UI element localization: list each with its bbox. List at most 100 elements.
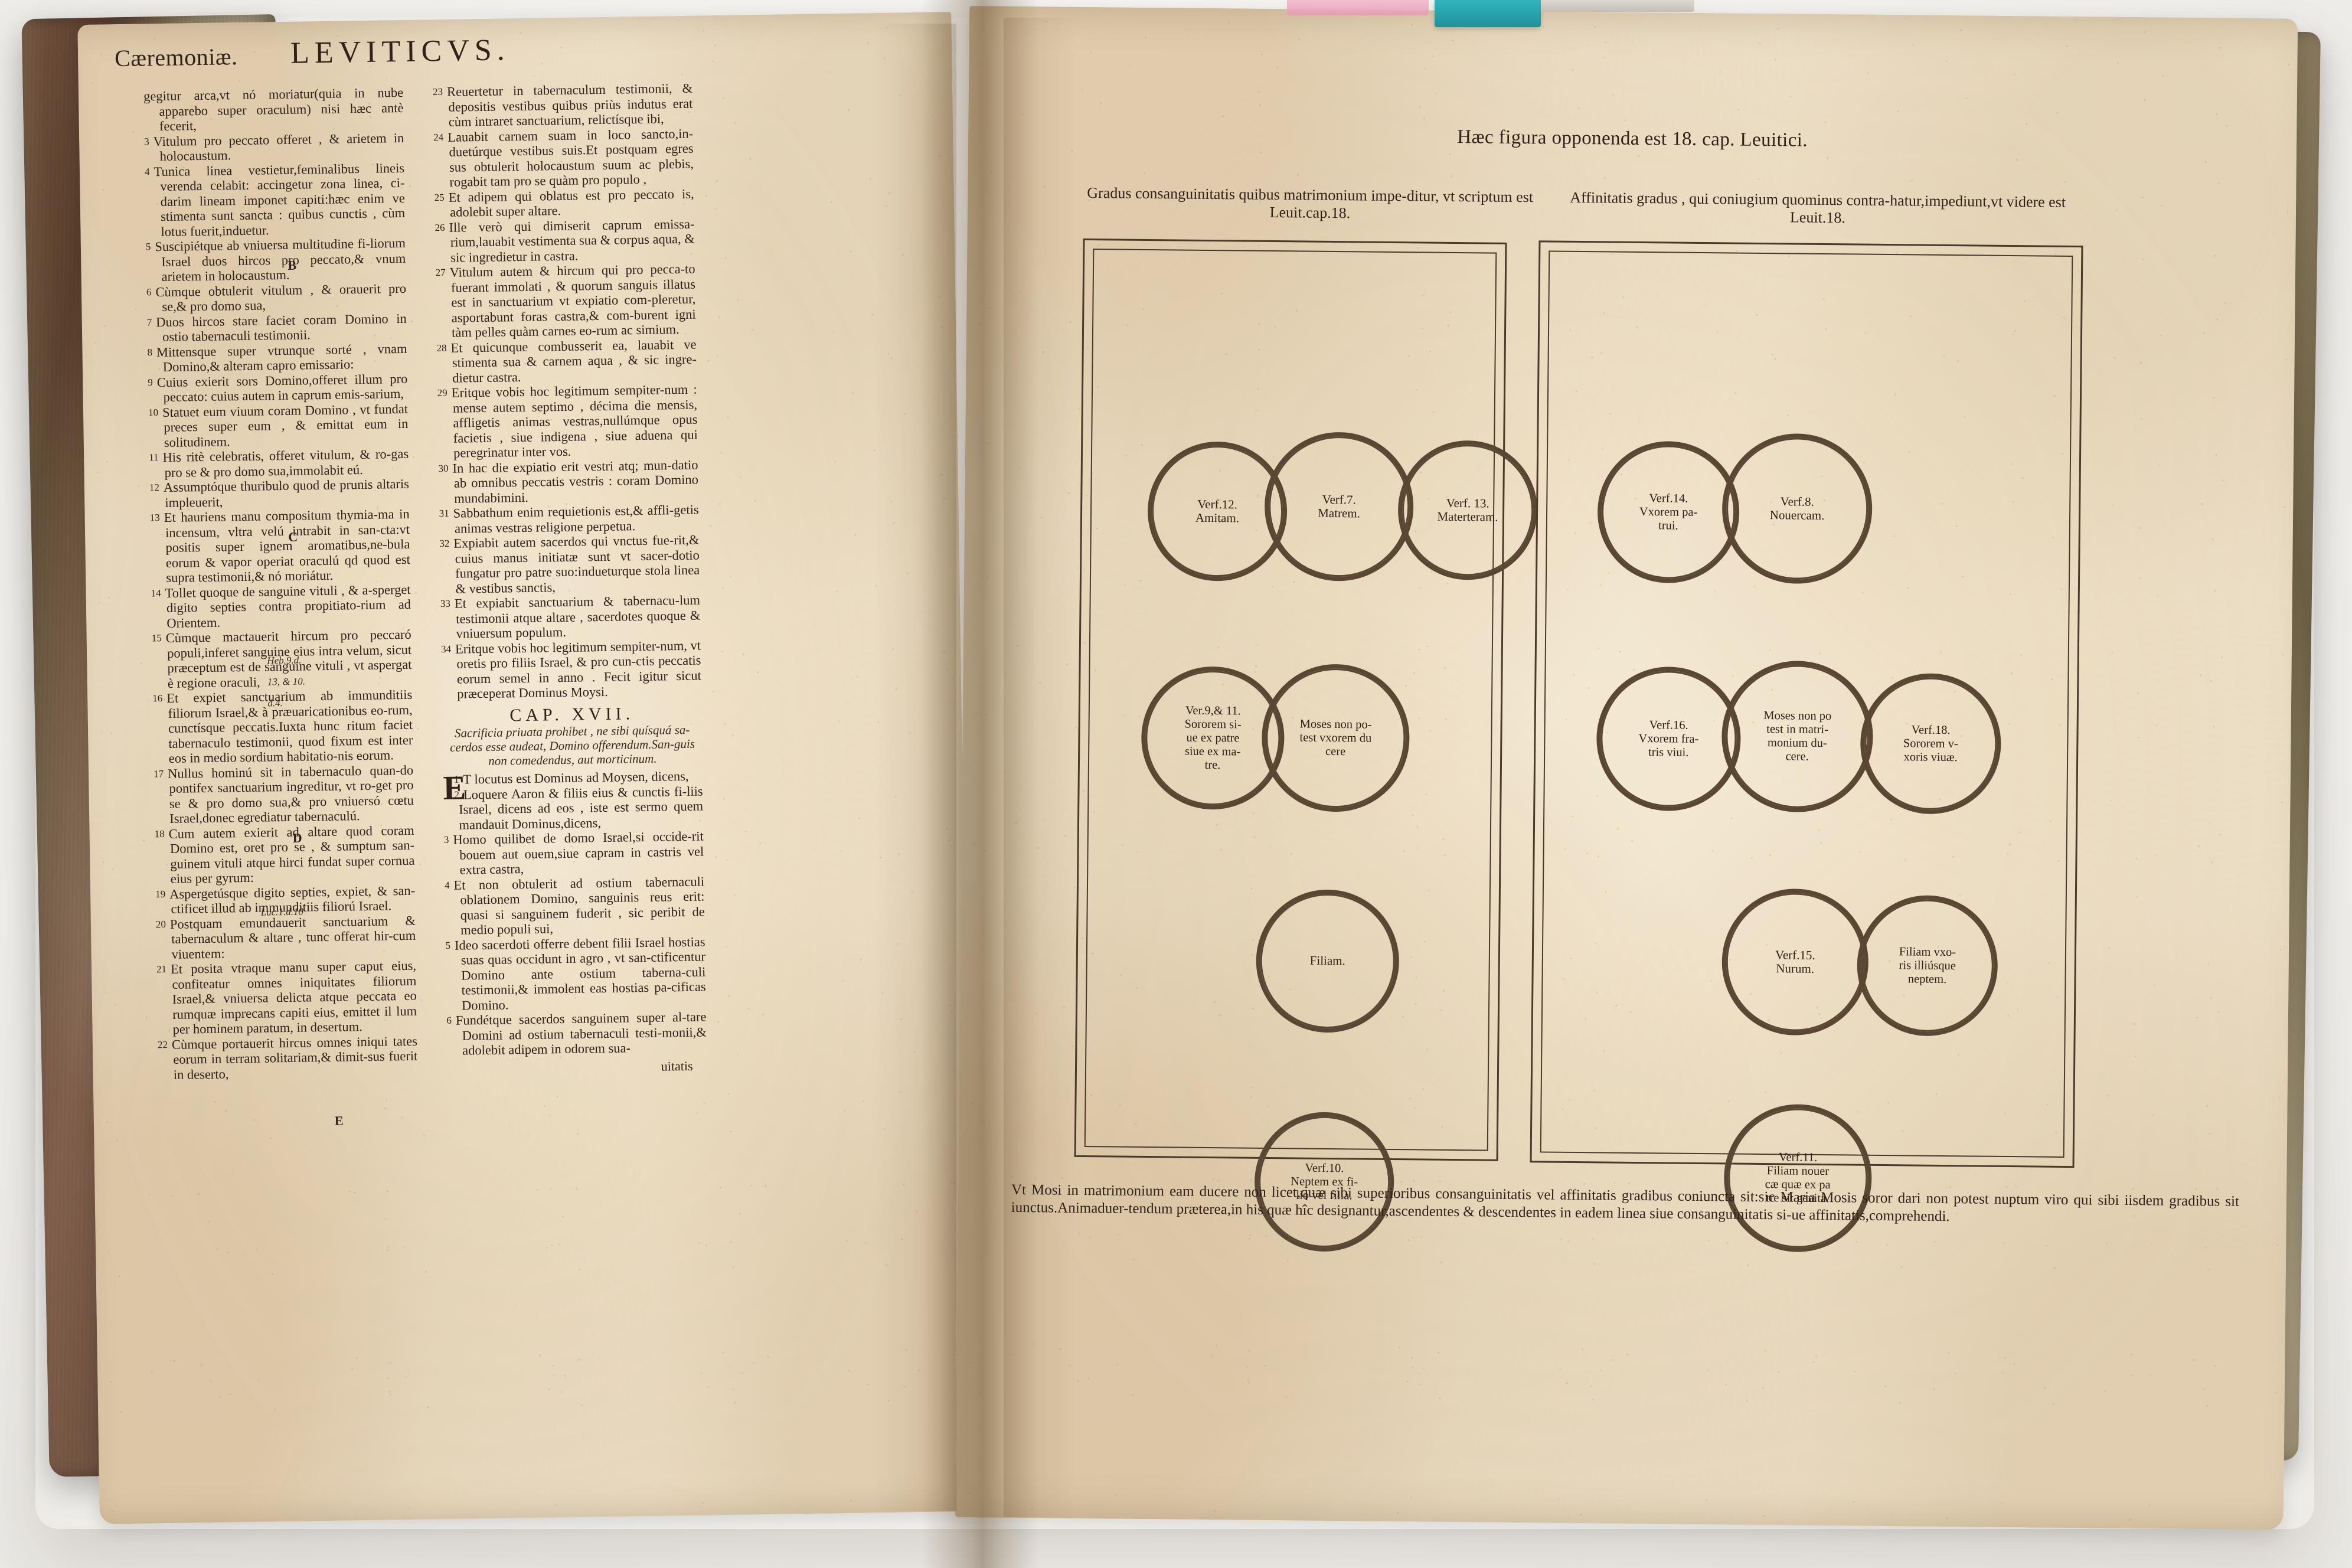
affinity-circle-vxorem-patrui: Verf.14.Vxorem pa-trui.: [1601, 445, 1736, 580]
verse-number: 21: [156, 963, 167, 975]
verse-number: 26: [435, 221, 445, 233]
verse-text: Lauabit carnem suam in loco sancto,in-du…: [447, 126, 694, 190]
grey-bookmark-tab[interactable]: [1541, 0, 1694, 12]
verse-number: 28: [436, 342, 447, 354]
verse-number: 24: [433, 131, 444, 143]
signature-mark: C: [288, 529, 298, 544]
verse-number: 33: [440, 597, 451, 610]
verse-number: 7: [146, 316, 152, 328]
verse-text: Homo quilibet de domo Israel,si occide-r…: [453, 828, 704, 877]
marginal-reference: d.4.: [267, 697, 283, 709]
verse-number: 5: [445, 939, 451, 951]
affinity-panel-frame: Verf.14.Vxorem pa-trui. Verf.8.Nouercam. V…: [1530, 240, 2083, 1249]
verse-number: 2: [454, 789, 460, 801]
verse-number: 16: [152, 692, 163, 704]
verse-text: Et expiabit sanctuarium & tabernacu-lum …: [454, 592, 701, 641]
verse-text: In hac die expiatio erit vestri atq; mun…: [452, 457, 699, 506]
marginal-reference: Heb.9.d.: [267, 654, 302, 667]
verse-text: Tunica linea vestietur,feminalibus linei…: [153, 160, 406, 239]
circle-label: Verf. 13.Materteram.: [1437, 495, 1498, 524]
verse-number: 10: [148, 406, 159, 418]
affinity-circle-sororem-vxoris: Verf.18.Sororem v-xoris viuæ.: [1864, 677, 1998, 811]
verse-text: Tollet quoque de sanguine vituli , & a-s…: [165, 582, 411, 631]
figure-footnote: Vt Mosi in matrimonium eam ducere non li…: [1011, 1181, 2240, 1225]
verse-number: 22: [157, 1038, 168, 1050]
verse-number: 13: [149, 512, 160, 524]
verse-text: Nullus hominú sit in tabernaculo quan-do…: [167, 762, 414, 826]
verse-text: Fundétque sacerdos sanguinem super al-ta…: [455, 1009, 707, 1058]
text-column-1: gegitur arca,vt nó moriatur(quia in nube…: [143, 85, 418, 1082]
verse-text: Cùmque obtulerit vitulum , & orauerit pr…: [155, 280, 407, 315]
consanguinity-panel-frame: Verf.12.Amitam.Verf.7.Matrem.Verf. 13.Ma…: [1074, 238, 1534, 1248]
verse-number: 5: [145, 241, 151, 253]
verse-line: 13 Et hauriens manu compositum thymia-ma …: [150, 506, 411, 586]
figure-title: Hæc figura opponenda est 18. cap. Leuiti…: [1457, 126, 1808, 151]
teal-bookmark-tab[interactable]: [1435, 0, 1541, 27]
verse-text: Assumptóque thuribulo quod de prunis alt…: [163, 476, 410, 510]
verse-number: 32: [439, 537, 450, 550]
verse-number: 8: [147, 346, 153, 358]
verse-text: Vitulum pro peccato offeret , & arietem …: [153, 130, 404, 164]
verse-text: Et posita vtraque manu super caput eius,…: [170, 958, 417, 1037]
circle-label: Verf.16.Vxorem fra-tris viui.: [1638, 718, 1699, 759]
circle-label: Verf.15.Nurum.: [1775, 947, 1815, 976]
panel-right-caption: Affinitatis gradus , qui coniugium quomi…: [1570, 188, 2066, 227]
signature-mark: B: [288, 257, 297, 273]
pink-bookmark-tab[interactable]: [1287, 0, 1429, 15]
left-page: Cæremoniæ. LEVITICVS. gegitur arca,vt nó…: [77, 12, 974, 1524]
verse-text: Eritque vobis hoc legitimum sempiter-num…: [455, 638, 701, 701]
verse-text: Eritque vobis hoc legitimum sempiter-num…: [451, 381, 698, 460]
affinity-circle-nouercam: Verf.8.Nouercam.: [1726, 437, 1869, 580]
verse-text: Expiabit autem sacerdos qui vnctus fue-r…: [453, 532, 700, 596]
verse-number: 27: [435, 266, 446, 279]
verse-line: 3 Homo quilibet de domo Israel,si occide-…: [444, 829, 704, 878]
catchword: uitatis: [661, 1058, 693, 1074]
verse-number: 3: [443, 834, 449, 846]
verse-number: 18: [154, 828, 165, 839]
verse-number: 6: [446, 1014, 452, 1027]
verse-text: Et expiet sanctuarium ab immunditiis fil…: [166, 687, 413, 766]
verse-number: 29: [437, 387, 447, 399]
verse-number: 3: [144, 135, 149, 147]
verse-number: 9: [148, 376, 153, 388]
circle-label: Verf.8.Nouercam.: [1769, 494, 1825, 522]
verse-text: Et adipem qui oblatus est pro peccato is…: [448, 186, 694, 220]
verse-number: 12: [149, 482, 160, 494]
verse-text: Suscipiétque ab vniuersa multitudine fi-…: [155, 235, 406, 285]
verse-text: Et hauriens manu compositum thymia-ma in…: [164, 506, 410, 585]
verse-number: 23: [432, 86, 443, 98]
verse-text: Cum autem exierit ad altare quod coram D…: [168, 822, 415, 886]
verse-number: 15: [151, 632, 162, 644]
verse-number: 30: [438, 462, 449, 474]
verse-number: 11: [149, 452, 159, 463]
verse-number: 1: [453, 773, 459, 785]
verse-text: Postquam emundauerit sanctuarium & taber…: [169, 913, 416, 962]
verse-text: Et quicunque combusserit ea, lauabit ve …: [450, 337, 697, 386]
affinity-circle-vxorem-fratris: Verf.16.Vxorem fra-tris viui.: [1600, 670, 1737, 808]
